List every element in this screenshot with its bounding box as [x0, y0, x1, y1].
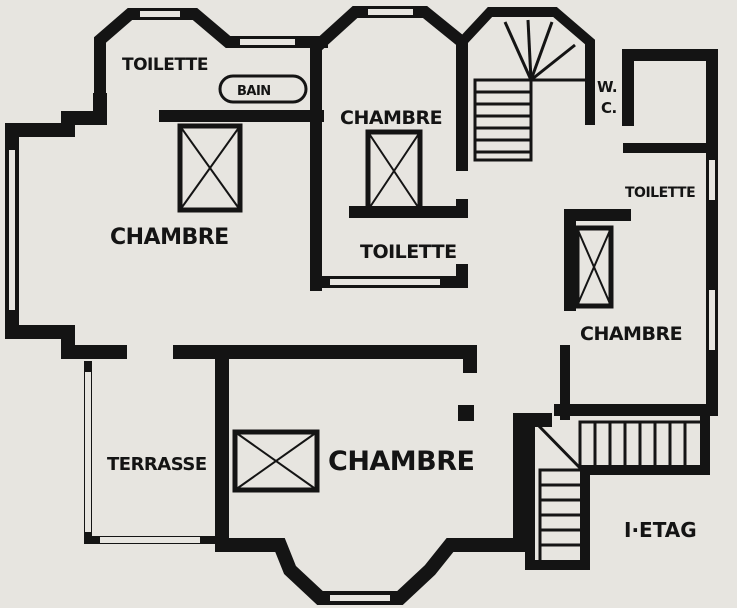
window-right-upper: [709, 160, 715, 200]
label-chambre-bottom: CHAMBRE: [328, 446, 475, 477]
window-top-left: [140, 11, 180, 17]
window-right-lower: [709, 290, 715, 350]
label-toilette-middle: TOILETTE: [360, 241, 457, 263]
window-middle-room: [330, 279, 440, 285]
bed-right: [574, 225, 614, 309]
wall-stair-top: [454, 7, 595, 125]
wall-right-chambre-inner: [564, 209, 631, 311]
floor-caption: I·ETAG: [624, 518, 697, 542]
label-chambre-top-middle: CHAMBRE: [340, 107, 442, 129]
label-terrasse: TERRASSE: [107, 454, 207, 475]
bed-bottom: [232, 429, 320, 493]
wall-top-left-bay: [94, 8, 328, 106]
label-chambre-left: CHAMBRE: [110, 225, 229, 250]
walls: [5, 5, 718, 605]
pillar: [458, 405, 474, 421]
window-terrace-bottom: [100, 537, 200, 543]
beds: [177, 123, 614, 493]
window-top-left-bay: [240, 39, 295, 45]
window-left: [9, 150, 15, 310]
label-bain: BAIN: [237, 84, 271, 99]
label-wc-w: W.: [597, 78, 617, 96]
wall-left-outer: [5, 93, 127, 359]
wall-bottom-chambre: [215, 345, 552, 605]
staircase-top: [473, 19, 585, 162]
label-chambre-right: CHAMBRE: [580, 323, 682, 345]
bed-top-middle: [365, 129, 423, 213]
windows: [9, 9, 715, 601]
window-terrace-side: [85, 372, 91, 532]
window-top-middle: [368, 9, 413, 15]
wall-right-block: [554, 49, 718, 416]
label-toilette-top-left: TOILETTE: [122, 55, 208, 75]
bed-left: [177, 123, 243, 213]
label-toilette-right: TOILETTE: [625, 185, 695, 201]
label-wc-c: C.: [601, 99, 617, 117]
wall-top-middle-bay: [313, 5, 468, 171]
bathtub: [218, 74, 308, 104]
staircase-bottom: [533, 420, 707, 564]
window-bottom-bay: [330, 595, 390, 601]
wall-corridor: [173, 345, 477, 373]
